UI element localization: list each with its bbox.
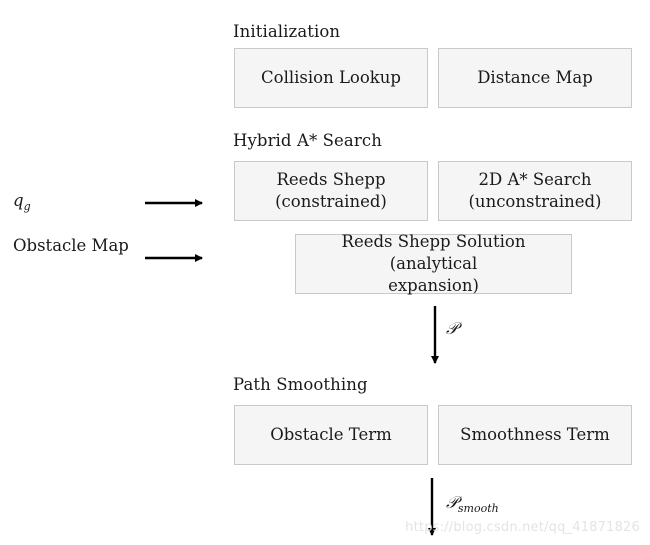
- distance-map-box: Distance Map: [438, 48, 632, 108]
- hybrid-search-title: Hybrid A* Search: [233, 131, 382, 150]
- reeds-shepp-line2: (constrained): [275, 192, 387, 211]
- smoothness-term-box: Smoothness Term: [438, 405, 632, 465]
- astar-2d-line2: (unconstrained): [468, 192, 602, 211]
- smooth-path-symbol: 𝒫: [446, 493, 458, 512]
- goal-subscript: g: [23, 200, 31, 213]
- analytical-line2: expansion): [388, 276, 479, 295]
- smooth-path-output-label: 𝒫smooth: [446, 493, 499, 515]
- goal-input-label: qg: [13, 191, 31, 213]
- collision-lookup-box: Collision Lookup: [234, 48, 428, 108]
- reeds-shepp-line1: Reeds Shepp: [276, 170, 386, 189]
- smooth-path-subscript: smooth: [457, 502, 499, 515]
- distance-map-label: Distance Map: [477, 68, 593, 87]
- path-smoothing-title: Path Smoothing: [233, 375, 368, 394]
- goal-symbol: q: [13, 191, 24, 210]
- collision-lookup-label: Collision Lookup: [261, 68, 401, 87]
- watermark: https://blog.csdn.net/qq_41871826: [405, 520, 640, 535]
- analytical-expansion-box: Reeds Shepp Solution (analytical expansi…: [295, 232, 572, 295]
- path-symbol: 𝒫: [446, 319, 458, 338]
- obstacle-term-label: Obstacle Term: [270, 425, 392, 444]
- obstacle-map-input-label: Obstacle Map: [13, 236, 129, 255]
- path-output-label: 𝒫: [446, 319, 458, 339]
- initialization-title: Initialization: [233, 22, 341, 41]
- smoothness-term-label: Smoothness Term: [460, 425, 610, 444]
- analytical-line1: Reeds Shepp Solution (analytical: [341, 232, 526, 273]
- astar-2d-line1: 2D A* Search: [478, 170, 592, 189]
- reeds-shepp-box: Reeds Shepp (constrained): [234, 161, 428, 221]
- obstacle-term-box: Obstacle Term: [234, 405, 428, 465]
- astar-2d-box: 2D A* Search (unconstrained): [438, 161, 632, 221]
